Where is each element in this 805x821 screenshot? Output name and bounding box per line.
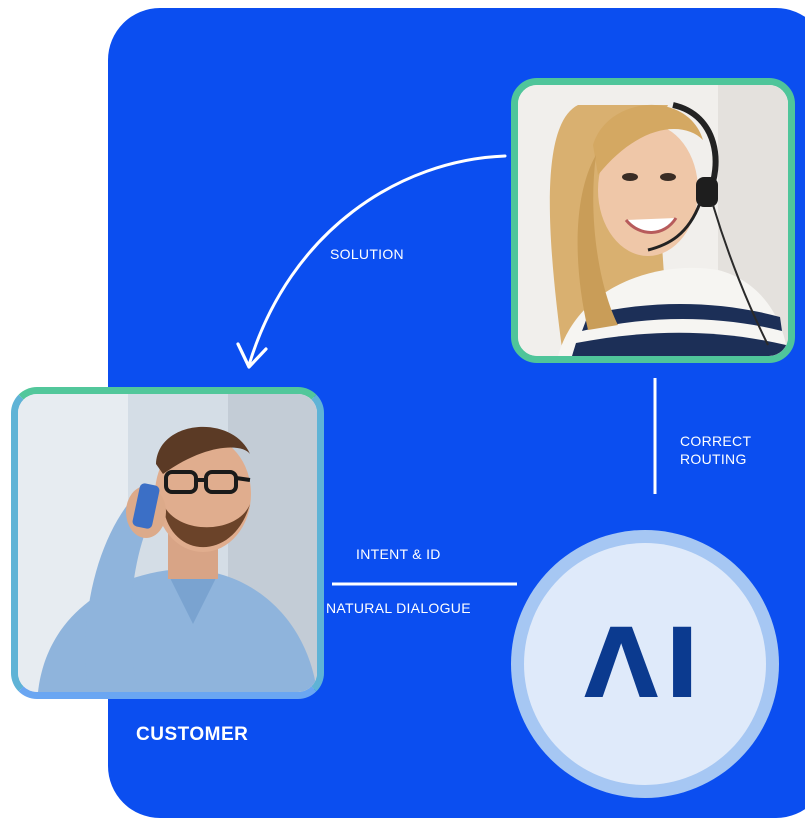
customer-label: CUSTOMER: [136, 724, 249, 745]
solution-arrowhead-icon: [236, 342, 268, 369]
ai-node: [524, 543, 766, 785]
customer-photo: [11, 387, 324, 699]
natural-dialogue-label: NATURAL DIALOGUE: [326, 600, 471, 616]
support-agent-icon: [518, 85, 788, 356]
agent-photo: [511, 78, 795, 363]
correct-routing-label: CORRECT ROUTING: [680, 432, 751, 468]
man-on-phone-icon: [18, 394, 317, 692]
ai-logo: ΛI: [583, 608, 706, 720]
correct-routing-line1: CORRECT: [680, 433, 752, 449]
solution-arrow: [247, 154, 507, 367]
intent-id-label: INTENT & ID: [356, 546, 441, 562]
correct-routing-line2: ROUTING: [680, 451, 747, 467]
solution-label: SOLUTION: [330, 246, 404, 262]
